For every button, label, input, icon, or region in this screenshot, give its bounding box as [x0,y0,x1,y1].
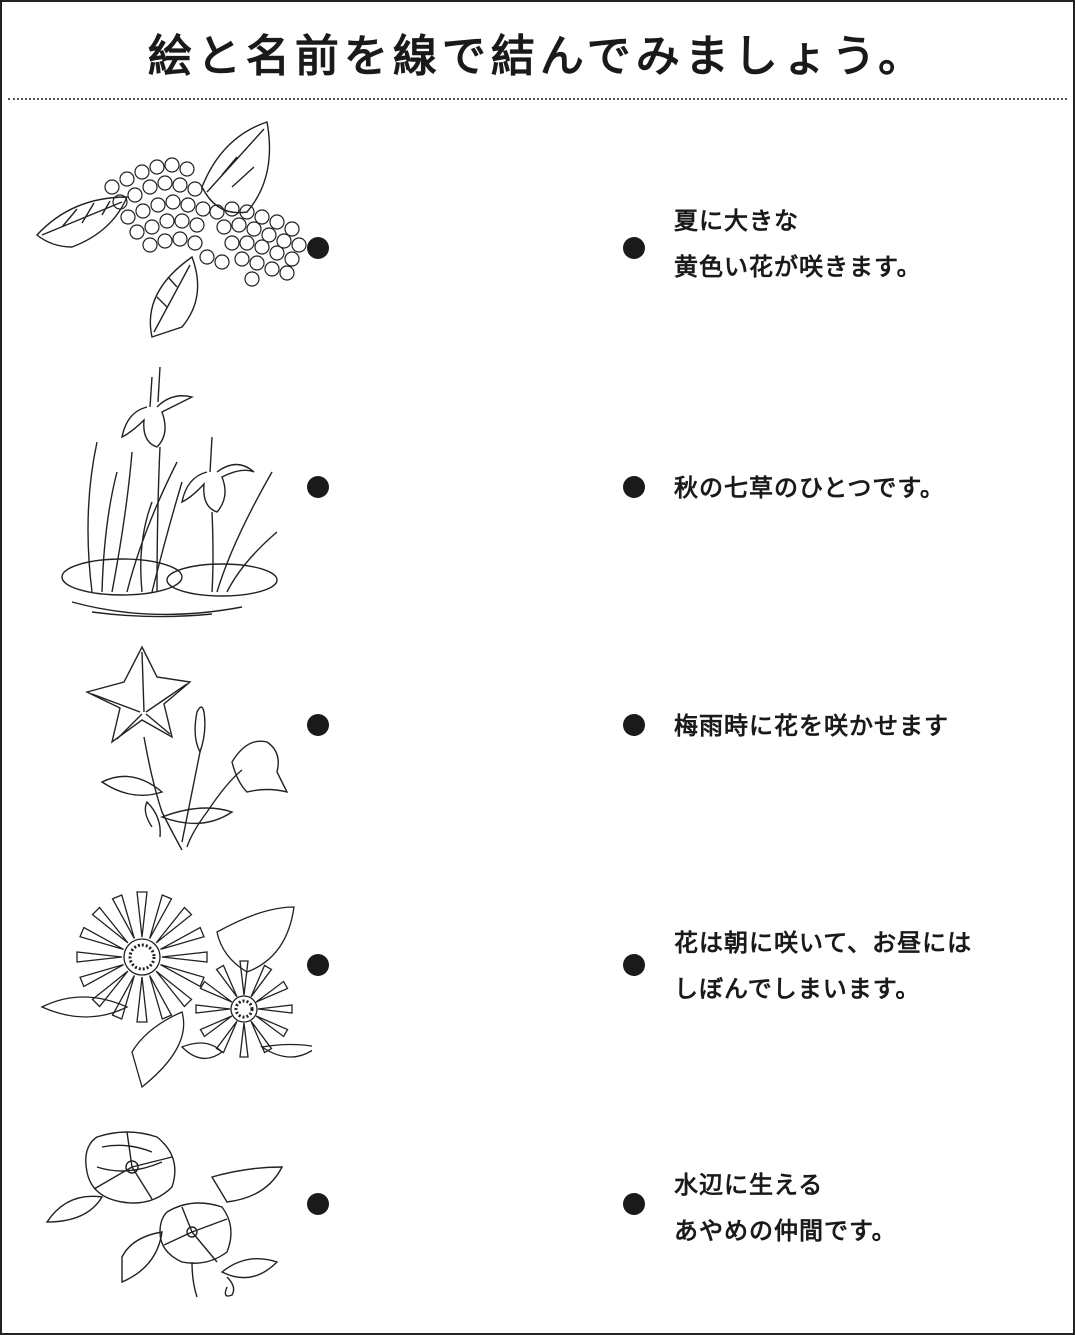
description-connector-dot[interactable] [623,714,645,736]
iris-icon[interactable] [32,362,312,627]
page-title: 絵と名前を線で結んでみましょう。 [147,31,928,82]
sunflower-icon[interactable] [32,877,312,1092]
description-line: 水辺に生える [674,1171,824,1199]
picture-connector-dot[interactable] [307,476,329,498]
description-connector-dot[interactable] [623,954,645,976]
description-line: 秋の七草のひとつです。 [674,474,945,502]
description-text: 梅雨時に花を咲かせます [674,703,1054,749]
bellflower-icon[interactable] [32,642,312,852]
description-line: しぼんでしまいます。 [674,975,921,1003]
description-connector-dot[interactable] [623,1193,645,1215]
morning-glory-icon[interactable] [32,1127,312,1307]
picture-connector-dot[interactable] [307,237,329,259]
picture-connector-dot[interactable] [307,1193,329,1215]
description-line: 梅雨時に花を咲かせます [674,712,949,740]
description-text: 花は朝に咲いて、お昼には しぼんでしまいます。 [674,920,1054,1012]
description-line: あやめの仲間です。 [674,1217,897,1245]
description-connector-dot[interactable] [623,476,645,498]
description-line: 黄色い花が咲きます。 [674,253,922,281]
picture-connector-dot[interactable] [307,714,329,736]
description-text: 夏に大きな 黄色い花が咲きます。 [674,198,1054,290]
hydrangea-icon[interactable] [32,117,312,342]
description-line: 夏に大きな [674,207,799,235]
description-line: 花は朝に咲いて、お昼には [674,929,973,957]
dotted-divider [8,98,1067,100]
description-text: 水辺に生える あやめの仲間です。 [674,1162,1054,1254]
description-connector-dot[interactable] [623,237,645,259]
picture-connector-dot[interactable] [307,954,329,976]
description-text: 秋の七草のひとつです。 [674,465,1054,511]
